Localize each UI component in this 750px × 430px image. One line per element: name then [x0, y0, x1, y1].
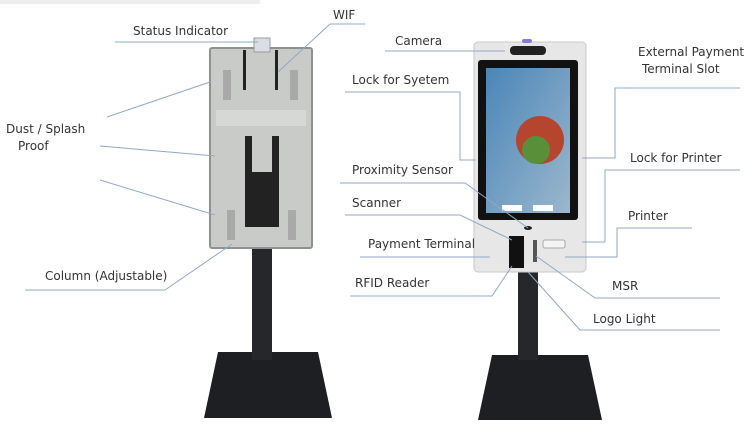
label-lock-printer: Lock for Printer	[630, 151, 722, 165]
label-rfid-reader: RFID Reader	[355, 276, 430, 290]
left-base	[204, 352, 332, 418]
wifi-antenna-right	[275, 50, 278, 90]
status-indicator-light	[253, 37, 271, 53]
leader-lines	[25, 23, 740, 331]
label-dust-splash-line2: Proof	[18, 139, 49, 153]
label-external-slot-line2: Terminal Slot	[642, 62, 720, 76]
msr-slot	[533, 240, 537, 262]
label-scanner: Scanner	[352, 196, 402, 210]
right-kiosk-front	[473, 39, 602, 420]
label-wifi: WIF	[333, 8, 356, 22]
left-kiosk-back	[204, 37, 332, 418]
wifi-antenna-left	[243, 50, 246, 90]
label-logo-light: Logo Light	[593, 312, 656, 326]
printer-slot	[542, 239, 566, 249]
label-status-indicator: Status Indicator	[133, 24, 229, 38]
label-printer: Printer	[628, 209, 668, 223]
label-external-slot-line1: External Payment	[638, 45, 745, 59]
label-dust-splash-line1: Dust / Splash	[6, 122, 86, 136]
label-column: Column (Adjustable)	[45, 269, 168, 283]
top-divider	[0, 0, 260, 4]
mount-bracket	[245, 172, 279, 227]
right-column	[518, 268, 538, 360]
left-column	[252, 225, 272, 360]
label-camera: Camera	[395, 34, 443, 48]
camera-bar	[510, 46, 546, 55]
label-msr: MSR	[612, 279, 639, 293]
label-lock-system: Lock for Syetem	[352, 73, 450, 87]
right-base	[478, 355, 602, 420]
payment-terminal	[509, 236, 524, 268]
label-proximity-sensor: Proximity Sensor	[352, 163, 453, 177]
label-payment-terminal: Payment Terminal	[368, 237, 476, 251]
